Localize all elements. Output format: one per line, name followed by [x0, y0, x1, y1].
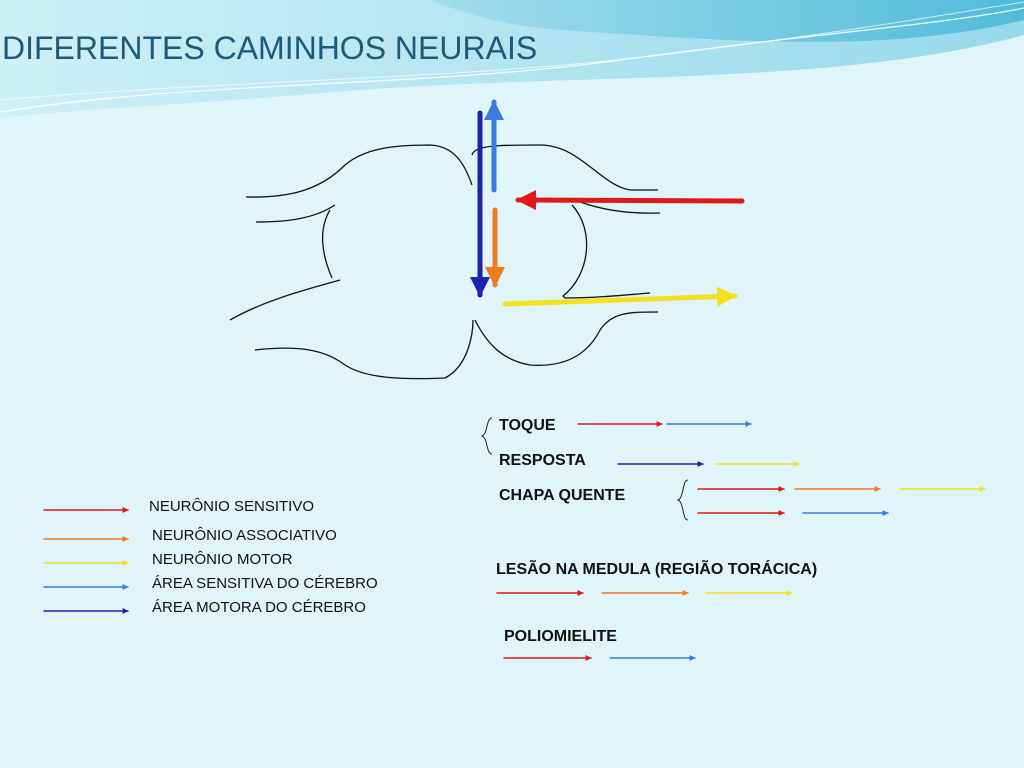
pathway-label: RESPOSTA [499, 452, 586, 469]
legend-label: ÁREA SENSITIVA DO CÉREBRO [152, 575, 378, 592]
spinal-cord-outline [229, 144, 661, 380]
pathway-label: POLIOMIELITE [504, 628, 617, 645]
slide-title: DIFERENTES CAMINHOS NEURAIS [2, 30, 538, 66]
legend-label: NEURÔNIO ASSOCIATIVO [152, 527, 337, 544]
legend-label: NEURÔNIO MOTOR [152, 551, 293, 568]
pathway-label: LESÃO NA MEDULA (REGIÃO TORÁCICA) [496, 561, 818, 578]
motor-output-arrow [502, 286, 738, 307]
pathway-label: CHAPA QUENTE [499, 487, 626, 504]
legend-label: NEURÔNIO SENSITIVO [149, 498, 315, 515]
pathway-label: TOQUE [499, 417, 556, 434]
sensory-input-arrow [515, 190, 745, 211]
legend-label: ÁREA MOTORA DO CÉREBRO [152, 599, 366, 616]
